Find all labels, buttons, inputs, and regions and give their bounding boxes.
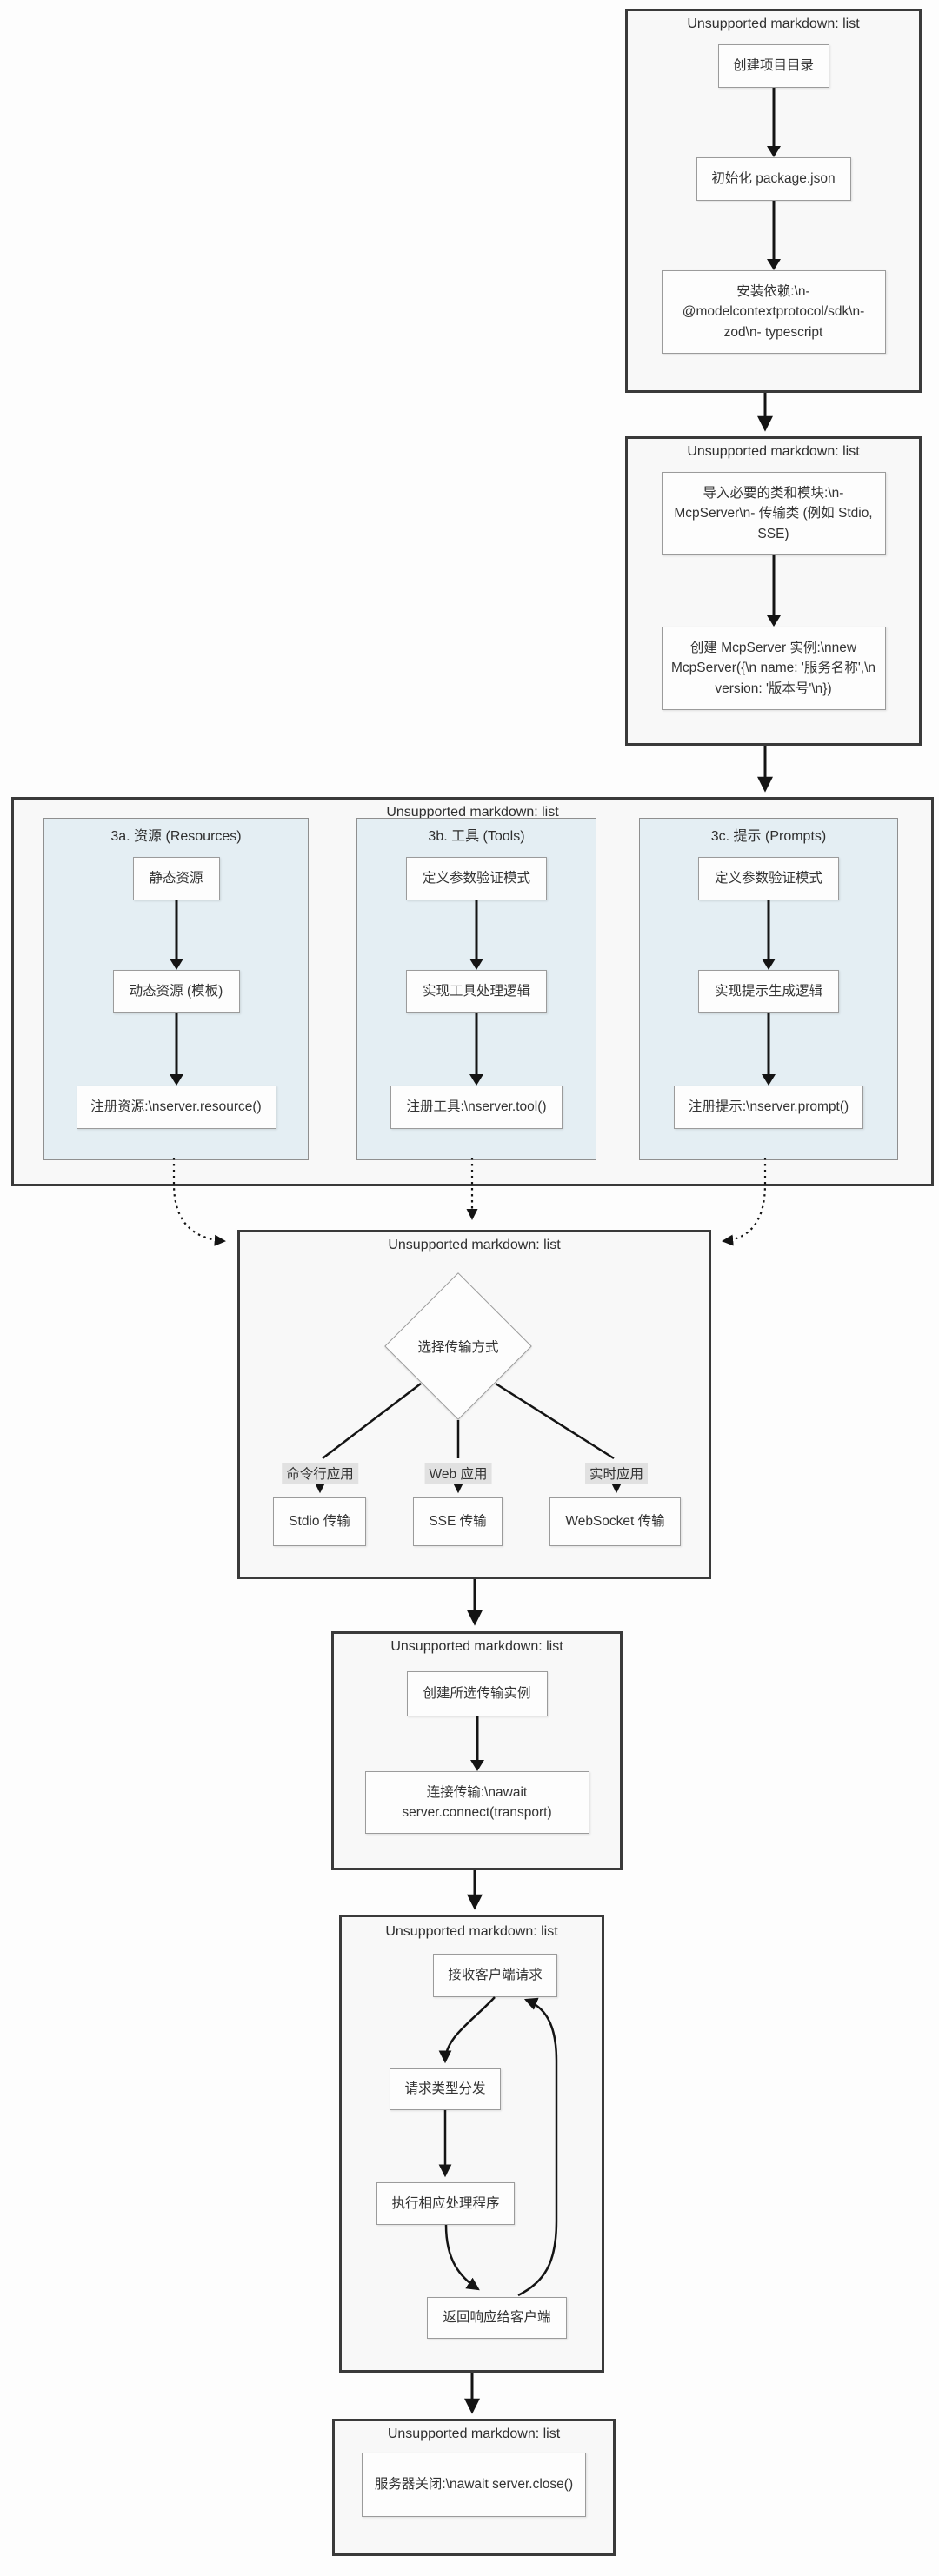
arrow-down-icon: [761, 900, 776, 970]
arrow-down-icon: [169, 900, 184, 970]
branch-label-cli: 命令行应用: [282, 1463, 358, 1484]
section-header: Unsupported markdown: list: [388, 1238, 561, 1252]
flow-node-register-tool: 注册工具:\nserver.tool(): [390, 1086, 563, 1129]
section-header: Unsupported markdown: list: [687, 444, 860, 459]
section-server-init: Unsupported markdown: list 导入必要的类和模块:\n-…: [625, 436, 922, 746]
flow-node-install-deps: 安装依赖:\n- @modelcontextprotocol/sdk\n- zo…: [661, 270, 886, 354]
arrow-down-icon: [470, 1716, 485, 1771]
flow-node-execute-handler: 执行相应处理程序: [376, 2182, 515, 2225]
flow-node-define-schema-tools: 定义参数验证模式: [406, 857, 547, 900]
subgraph-resources: 3a. 资源 (Resources) 静态资源 动态资源 (模板) 注册资源:\…: [43, 818, 309, 1160]
subgraph-title: 3a. 资源 (Resources): [110, 829, 242, 844]
flow-node-dynamic-resource: 动态资源 (模板): [112, 970, 240, 1013]
section-project-setup: Unsupported markdown: list 创建项目目录 初始化 pa…: [625, 9, 922, 393]
arrow-down-icon: [761, 1013, 776, 1086]
arrow-down-icon: [766, 88, 782, 157]
flow-node-connect-transport: 连接传输:\nawait server.connect(transport): [364, 1771, 589, 1834]
subgraph-title: 3c. 提示 (Prompts): [710, 829, 827, 844]
flow-node-prompt-logic: 实现提示生成逻辑: [698, 970, 839, 1013]
flow-node-static-resource: 静态资源: [132, 857, 220, 900]
flow-node-stdio-transport: Stdio 传输: [273, 1497, 366, 1546]
flow-node-receive-request: 接收客户端请求: [433, 1954, 557, 1997]
flow-node-import-modules: 导入必要的类和模块:\n- McpServer\n- 传输类 (例如 Stdio…: [661, 472, 886, 555]
arrow-down-icon: [469, 900, 484, 970]
flow-node-create-transport-instance: 创建所选传输实例: [406, 1671, 548, 1716]
section-shutdown: Unsupported markdown: list 服务器关闭:\nawait…: [332, 2419, 616, 2556]
flow-node-register-prompt: 注册提示:\nserver.prompt(): [674, 1086, 863, 1129]
section-header: Unsupported markdown: list: [386, 805, 559, 820]
flow-node-websocket-transport: WebSocket 传输: [549, 1497, 681, 1546]
flow-node-create-project-dir: 创建项目目录: [717, 44, 829, 88]
section-capabilities: Unsupported markdown: list 3a. 资源 (Resou…: [11, 797, 934, 1186]
flow-node-create-mcpserver: 创建 McpServer 实例:\nnew McpServer({\n name…: [661, 627, 886, 710]
flow-node-dispatch-request: 请求类型分发: [390, 2068, 501, 2110]
flow-node-server-close: 服务器关闭:\nawait server.close(): [362, 2453, 586, 2517]
section-connect: Unsupported markdown: list 创建所选传输实例 连接传输…: [331, 1631, 623, 1870]
flow-node-register-resource: 注册资源:\nserver.resource(): [76, 1086, 276, 1129]
arrow-down-icon: [469, 1013, 484, 1086]
flow-node-tool-logic: 实现工具处理逻辑: [406, 970, 547, 1013]
subgraph-prompts: 3c. 提示 (Prompts) 定义参数验证模式 实现提示生成逻辑 注册提示:…: [639, 818, 898, 1160]
flow-node-define-schema-prompts: 定义参数验证模式: [698, 857, 839, 900]
section-header: Unsupported markdown: list: [385, 1924, 558, 1939]
arrow-down-icon: [169, 1013, 184, 1086]
flow-node-sse-transport: SSE 传输: [413, 1497, 503, 1546]
decision-label: 选择传输方式: [417, 1340, 499, 1355]
arrow-down-icon: [766, 555, 782, 627]
arrow-down-icon: [766, 201, 782, 270]
section-header: Unsupported markdown: list: [390, 1639, 563, 1654]
section-transport-choice: Unsupported markdown: list 选择传输方式 命令行应用 …: [237, 1230, 711, 1579]
flow-node-return-response: 返回响应给客户端: [427, 2297, 567, 2339]
branch-label-web: Web 应用: [424, 1463, 492, 1484]
branch-label-realtime: 实时应用: [584, 1463, 649, 1484]
section-header: Unsupported markdown: list: [687, 17, 860, 31]
flow-node-init-package-json: 初始化 package.json: [696, 157, 851, 201]
section-header: Unsupported markdown: list: [387, 2427, 561, 2441]
subgraph-title: 3b. 工具 (Tools): [428, 829, 525, 844]
subgraph-tools: 3b. 工具 (Tools) 定义参数验证模式 实现工具处理逻辑 注册工具:\n…: [356, 818, 596, 1160]
section-request-loop: Unsupported markdown: list 接收客户端请求 请求类型分…: [339, 1915, 604, 2373]
